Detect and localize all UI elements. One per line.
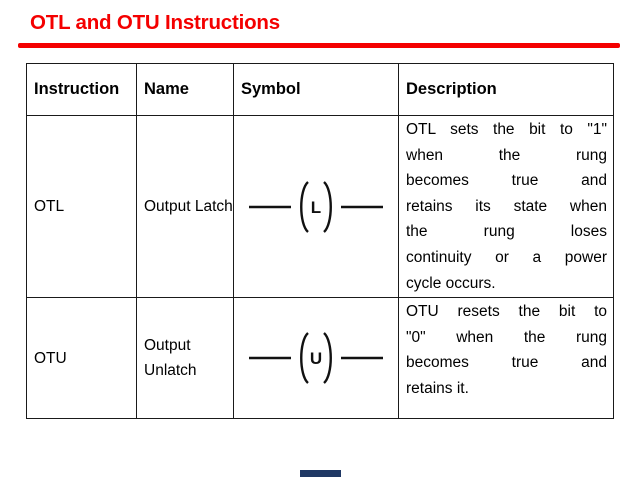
title-underline-rule xyxy=(18,43,620,48)
table-row-otu: OTU Output Unlatch U OTU resets the bit … xyxy=(26,297,614,419)
latch-coil-symbol-icon: L xyxy=(249,180,383,233)
otu-description-cell: OTU resets the bit to "0" when the rung be… xyxy=(398,297,614,419)
description-line: OTU resets the bit to xyxy=(406,303,607,320)
otl-description-cell: OTL sets the bit to "1" when the rung beco… xyxy=(398,115,614,298)
header-name: Name xyxy=(136,63,234,116)
description-line: "0" when the rung xyxy=(406,328,607,346)
unlatch-symbol-letter: U xyxy=(310,349,322,368)
table-header-row: Instruction Name Symbol Description xyxy=(26,63,614,116)
otl-instruction-cell: OTL xyxy=(26,115,137,298)
otl-symbol-cell: L xyxy=(233,115,399,298)
description-line: when the rung xyxy=(406,146,607,164)
unlatch-coil-symbol-icon: U xyxy=(249,332,383,384)
instructions-table: Instruction Name Symbol Description OTL … xyxy=(26,63,614,419)
header-instruction: Instruction xyxy=(26,63,137,116)
slide-footer-bar xyxy=(300,470,341,477)
page-title: OTL and OTU Instructions xyxy=(30,11,280,34)
description-line: the rung loses xyxy=(406,223,607,241)
otl-name-cell: Output Latch xyxy=(136,115,234,298)
latch-symbol-letter: L xyxy=(311,198,321,217)
description-line: OTL sets the bit to "1" xyxy=(406,121,607,138)
table-row-otl: OTL Output Latch L OTL sets the bit to "… xyxy=(26,115,614,298)
description-line: becomes true and xyxy=(406,172,607,190)
description-line: retains it. xyxy=(406,379,469,397)
description-line: becomes true and xyxy=(406,354,607,372)
header-symbol: Symbol xyxy=(233,63,399,116)
description-line: retains its state when xyxy=(406,197,607,215)
header-description: Description xyxy=(398,63,614,116)
otu-symbol-cell: U xyxy=(233,297,399,419)
description-line: continuity or a power xyxy=(406,248,607,266)
otu-name-cell: Output Unlatch xyxy=(136,297,234,419)
otu-instruction-cell: OTU xyxy=(26,297,137,419)
description-line: cycle occurs. xyxy=(406,274,496,292)
